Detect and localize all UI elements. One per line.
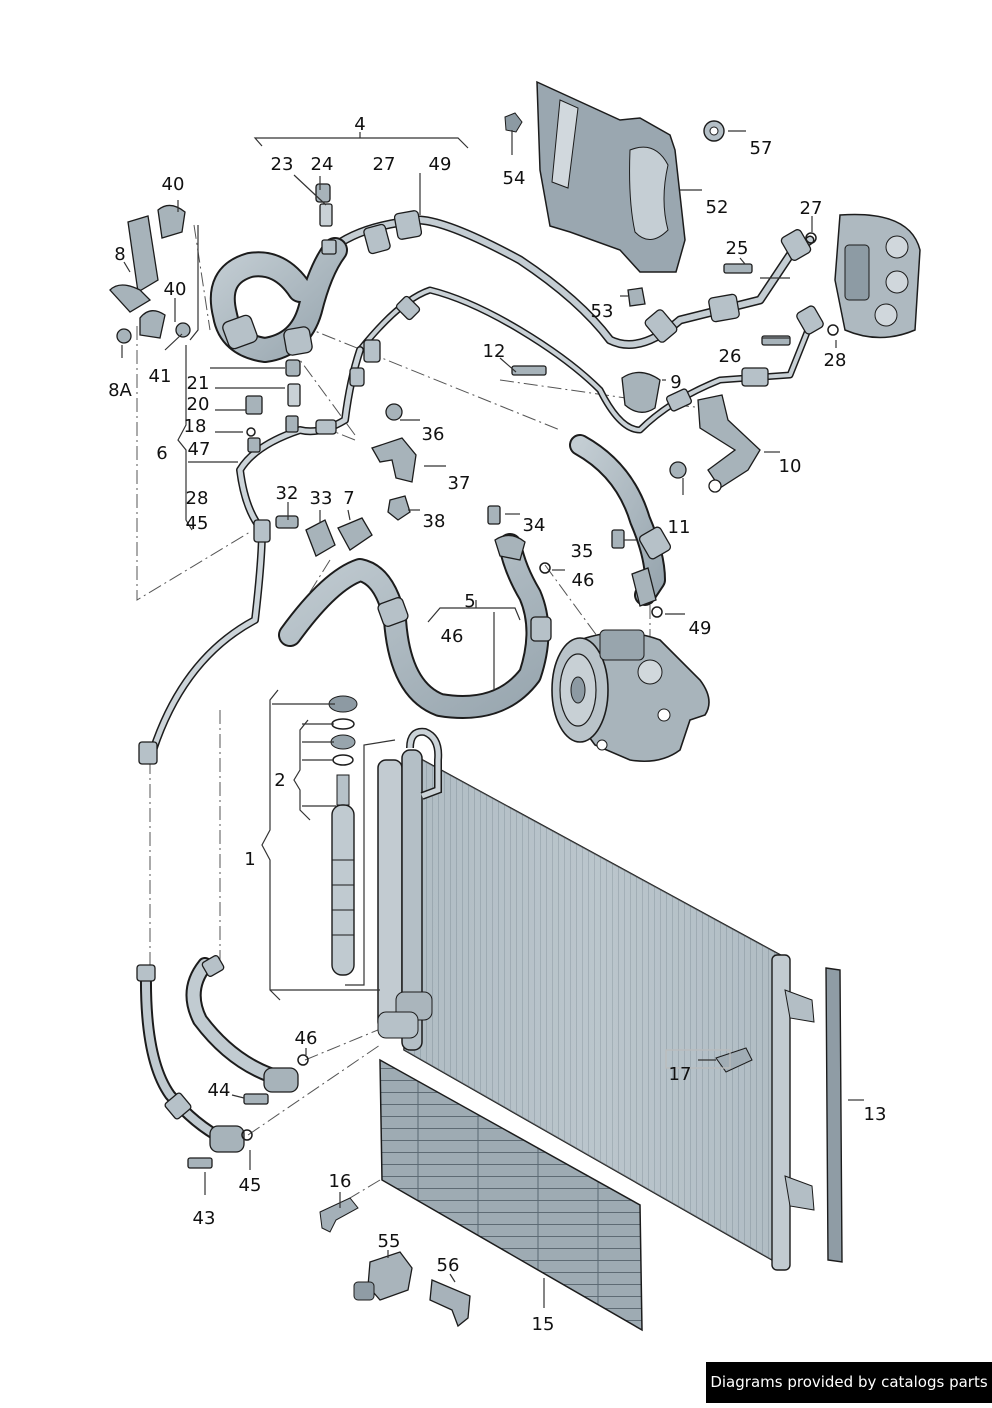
callout-c21: 21 — [187, 373, 210, 394]
callout-c38: 38 — [423, 511, 446, 532]
callout-c18: 18 — [184, 416, 207, 437]
callout-c52: 52 — [706, 197, 729, 218]
callout-c20: 20 — [187, 394, 210, 415]
callout-c45b: 45 — [239, 1175, 262, 1196]
callout-c45a: 45 — [186, 513, 209, 534]
callout-c40b: 40 — [164, 279, 187, 300]
callout-c46c: 46 — [295, 1028, 318, 1049]
callout-c28b: 28 — [186, 488, 209, 509]
callout-c26: 26 — [719, 346, 742, 367]
callout-c41: 41 — [149, 366, 172, 387]
callout-c49a: 49 — [429, 154, 452, 175]
callout-c34: 34 — [523, 515, 546, 536]
callout-c43: 43 — [193, 1208, 216, 1229]
callout-c16: 16 — [329, 1171, 352, 1192]
heat-shield-52 — [504, 80, 725, 273]
callout-c2: 2 — [274, 770, 285, 791]
callout-c10: 10 — [779, 456, 802, 477]
evaporator-connection-plate — [834, 213, 921, 339]
callout-c46b: 46 — [441, 626, 464, 647]
callout-c53: 53 — [591, 301, 614, 322]
callout-c33: 33 — [310, 488, 333, 509]
o-rings — [241, 232, 839, 1141]
callout-c11: 11 — [668, 517, 691, 538]
bracket-56 — [429, 1279, 471, 1328]
air-guide-15 — [379, 1058, 643, 1332]
callout-c15: 15 — [532, 1314, 555, 1335]
callout-c24: 24 — [311, 154, 334, 175]
leader-lines — [121, 130, 864, 1308]
condenser — [377, 727, 815, 1271]
receiver-drier — [328, 695, 358, 976]
callout-c7: 7 — [343, 488, 354, 509]
callout-c5: 5 — [464, 591, 475, 612]
callout-c49b: 49 — [689, 618, 712, 639]
pipe-fittings — [136, 210, 824, 1120]
callout-c36: 36 — [422, 424, 445, 445]
refrigerant-lines — [139, 215, 815, 1146]
callout-c44: 44 — [208, 1080, 231, 1101]
callout-c12: 12 — [483, 341, 506, 362]
clip-16 — [319, 1197, 359, 1233]
callout-c4: 4 — [354, 114, 365, 135]
callout-c55: 55 — [378, 1231, 401, 1252]
callout-c32: 32 — [276, 483, 299, 504]
callout-c13: 13 — [864, 1104, 887, 1125]
callout-c1: 1 — [244, 849, 255, 870]
callout-c35: 35 — [571, 541, 594, 562]
callout-c9: 9 — [670, 372, 681, 393]
pressure-switch-55 — [353, 1251, 413, 1301]
callout-c17: 17 — [669, 1064, 692, 1085]
callout-c8A: 8A — [108, 380, 132, 401]
callout-c47: 47 — [188, 439, 211, 460]
assembly-guide-lines — [136, 224, 801, 1211]
diagram-credit-banner: Diagrams provided by catalogs parts — [706, 1362, 992, 1403]
seal-strip-13 — [825, 967, 843, 1263]
callout-c57: 57 — [750, 138, 773, 159]
callout-c56: 56 — [437, 1255, 460, 1276]
callout-c25: 25 — [726, 238, 749, 259]
callout-c8: 8 — [114, 244, 125, 265]
callout-c27a: 27 — [373, 154, 396, 175]
callout-c23: 23 — [271, 154, 294, 175]
callout-c54: 54 — [503, 168, 526, 189]
callout-c28a: 28 — [824, 350, 847, 371]
callout-c46a: 46 — [572, 570, 595, 591]
callout-c6: 6 — [156, 443, 167, 464]
callout-c27b: 27 — [800, 198, 823, 219]
ac-compressor — [551, 629, 710, 763]
callout-c37: 37 — [448, 473, 471, 494]
callout-c40a: 40 — [162, 174, 185, 195]
